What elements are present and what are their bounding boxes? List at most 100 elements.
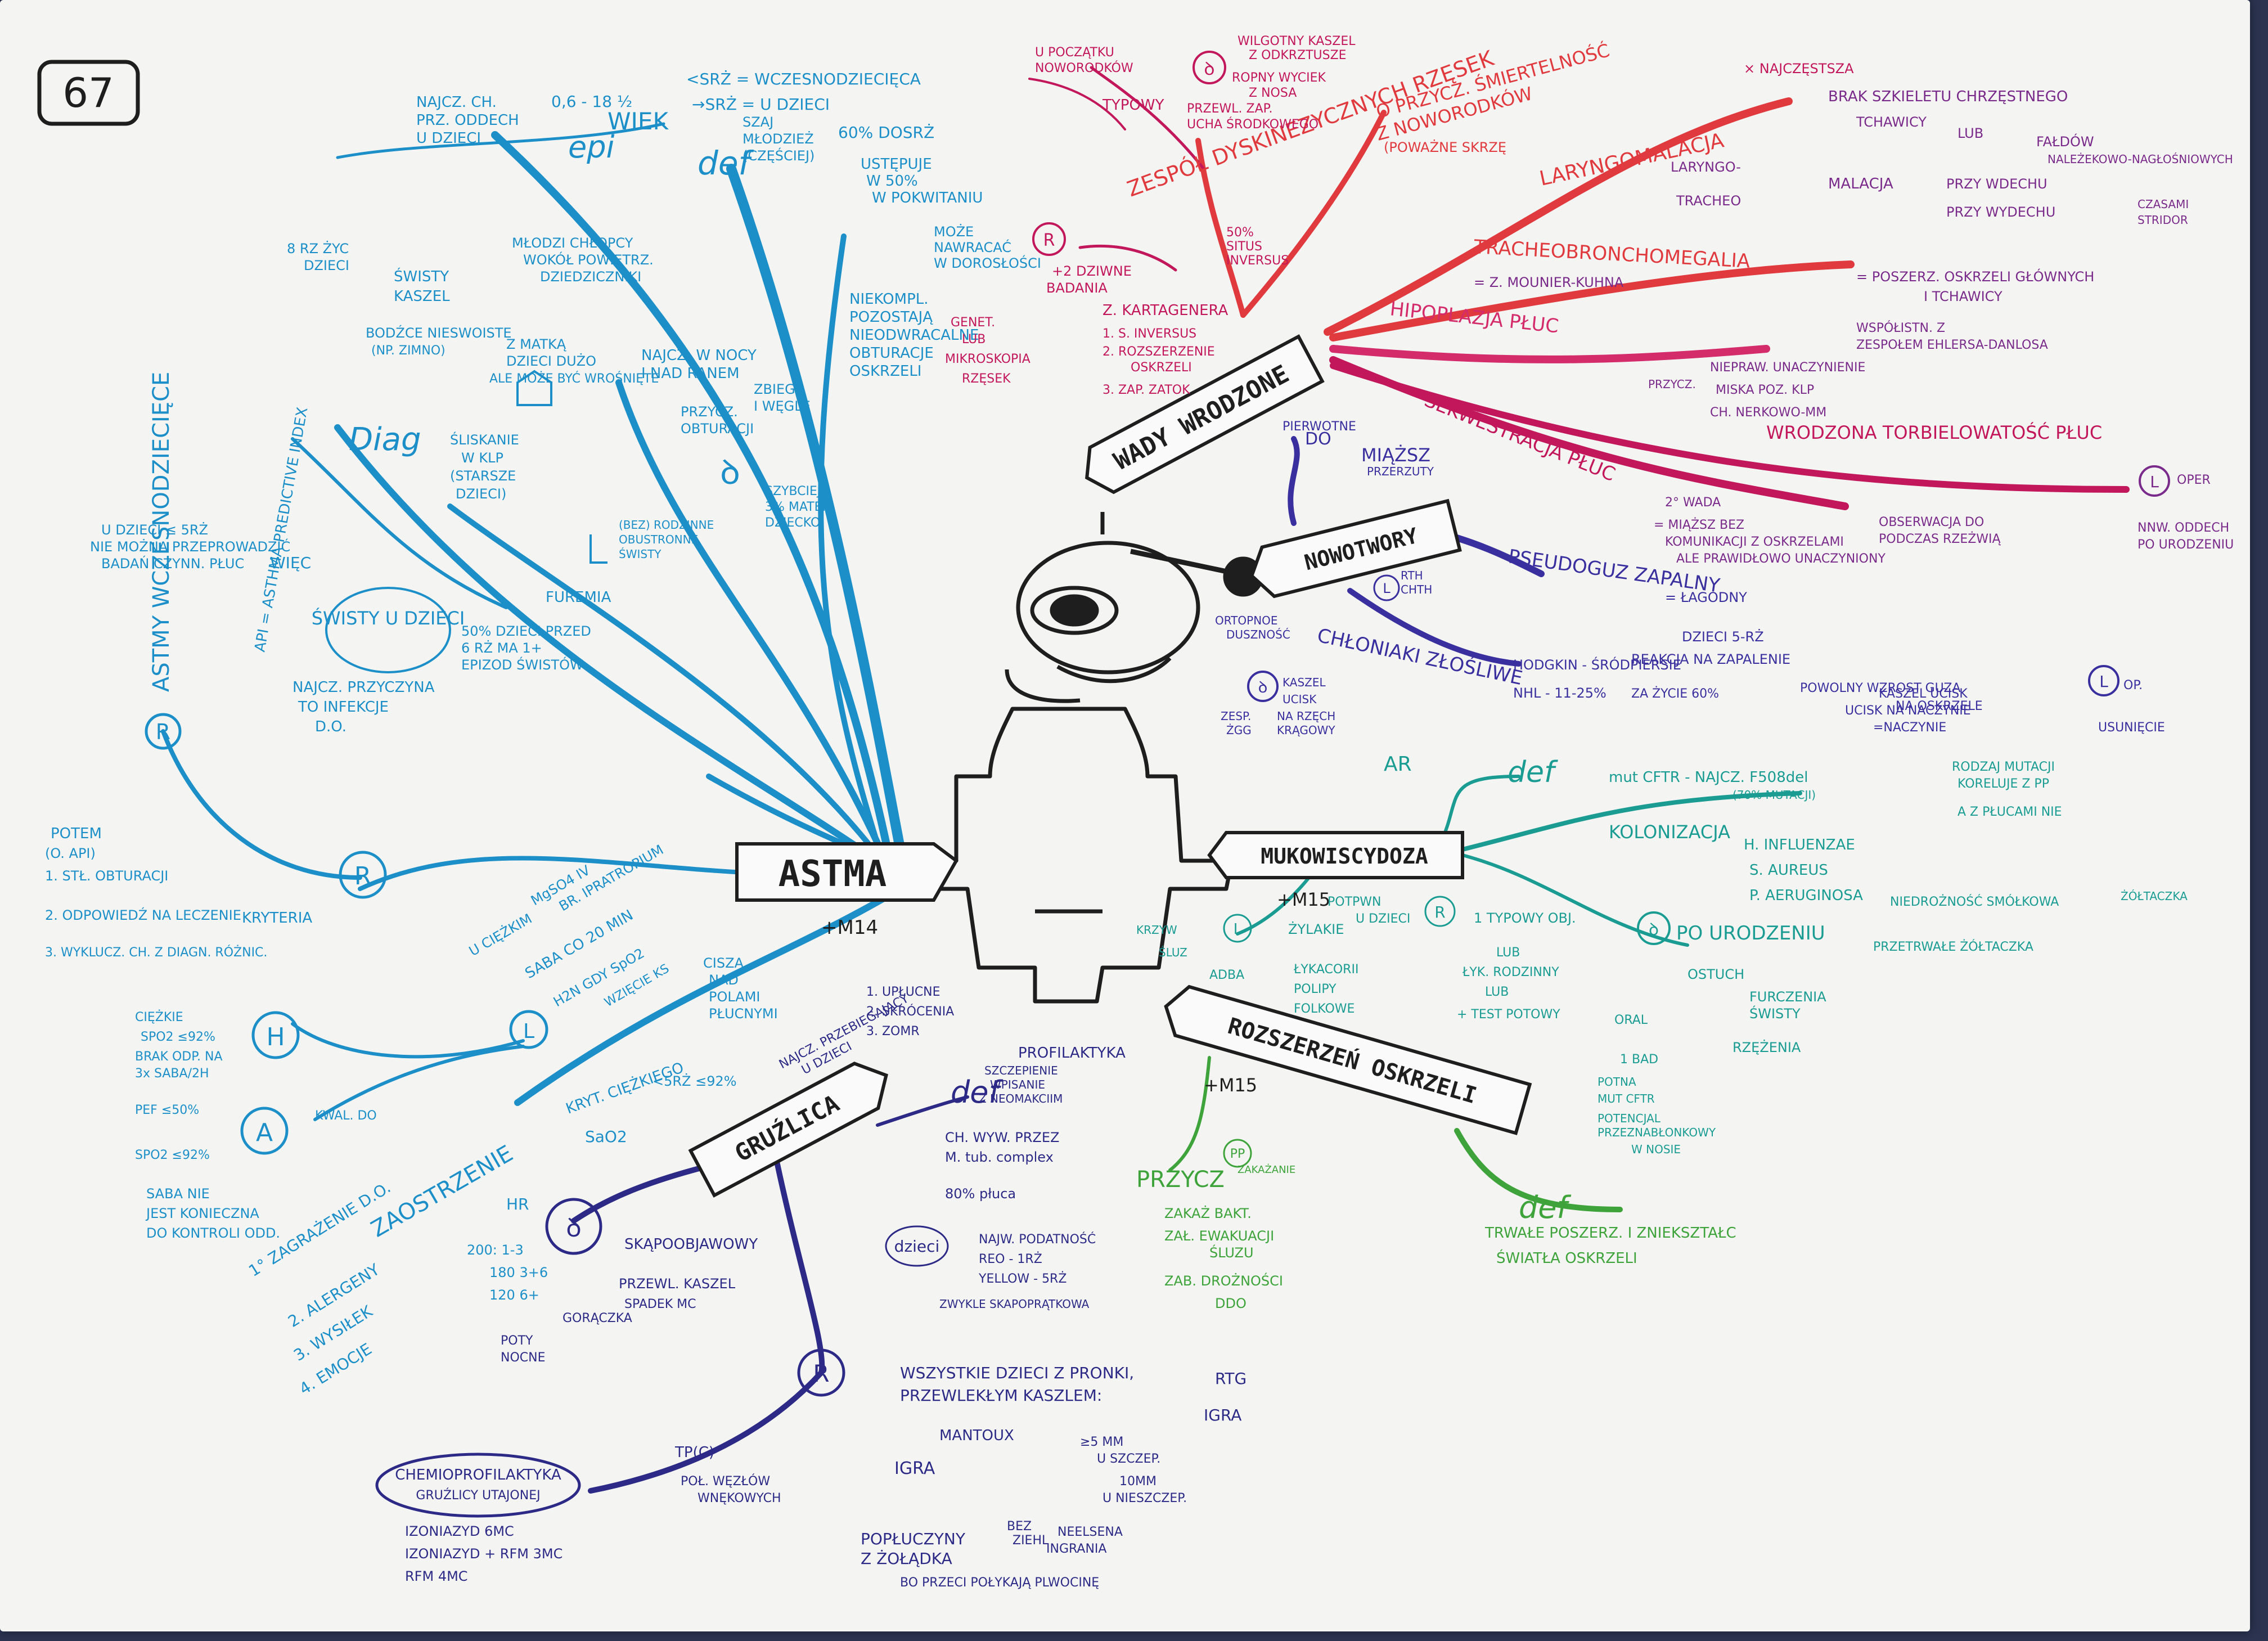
muko-r-2: LUB xyxy=(1496,946,1520,960)
gr-ob-5: POTY xyxy=(501,1334,533,1348)
diag6-2: W KLP xyxy=(461,450,503,466)
astma-r-label: R xyxy=(354,862,372,891)
node-nowotwory[interactable]: NOWOTWORY xyxy=(1245,498,1462,600)
po-urodzeniu-label: PO URODZENIU xyxy=(1676,922,1825,945)
rozsz-def-2: ŚWIATŁA OSKRZELI xyxy=(1496,1249,1637,1267)
nowot-l: L xyxy=(1383,581,1390,596)
h-item-4: 3x SABA/2H xyxy=(135,1067,209,1081)
rozsz-def-label: def xyxy=(1519,1190,1572,1225)
r-note-2: (O. API) xyxy=(45,846,96,861)
typ-item-2: Z ODKRZTUSZE xyxy=(1249,48,1347,62)
laryngo-item-3: LUB xyxy=(1958,125,1983,141)
laryngo-item-12: STRIDOR xyxy=(2138,213,2188,227)
przewl-1: PRZEWL. ZAP. xyxy=(1187,102,1272,116)
laryngo-item-10: PRZY WYDECHU xyxy=(1946,204,2055,220)
muko-left-3: ADBA xyxy=(1209,968,1244,982)
r-note-4: 2. ODPOWIEDŹ NA LECZENIE xyxy=(45,907,241,923)
def-note3-5: OSKRZELI xyxy=(849,363,921,380)
esrz-4a: SZAJ xyxy=(742,114,773,130)
gr-def-1: PROFILAKTYKA xyxy=(1018,1045,1126,1062)
hipo-item-4: CH. NERKOWO-MM xyxy=(1710,406,1826,420)
tracheo-item-2: = POSZERZ. OSKRZELI GŁÓWNYCH xyxy=(1856,268,2094,285)
right-2: NA OSKRZELE xyxy=(1896,699,1983,713)
hipo-item-1: PRZYCZ. xyxy=(1648,377,1696,391)
diag2-3: DZIEDZICZNIKI xyxy=(540,269,641,285)
mias-4: PRZERZUTY xyxy=(1367,465,1434,478)
api-label: API = ASTHMA PREDICTIVE INDEX xyxy=(251,406,311,654)
node-wady-label: WADY WRODZONE xyxy=(1109,359,1294,476)
node-astma[interactable]: ASTMA xyxy=(735,842,958,902)
diag7-3: DZIECKO xyxy=(765,516,820,530)
ar-label: AR xyxy=(1384,753,1412,776)
muko-def-label: def xyxy=(1508,756,1558,789)
r-note-3: 1. STŁ. OBTURACJI xyxy=(45,868,168,884)
rozsz-item-4: ZAB. DROŻNOŚCI xyxy=(1164,1272,1283,1289)
a-note: KWAL. DO xyxy=(315,1109,377,1123)
diag9-1: (BEZ) RODZINNE xyxy=(619,518,714,532)
pseudo-item-2: DZIECI 5-RŻ xyxy=(1682,628,1764,645)
h-item-2: SPO2 ≤92% xyxy=(141,1030,215,1044)
gr-chemio-2: GRUŹLICY UTAJONEJ xyxy=(416,1488,540,1503)
sao2-label: SaO2 xyxy=(585,1127,627,1146)
torbiel-item-5: OPER xyxy=(2177,473,2211,487)
mias-3: MIĄŻSZ xyxy=(1361,444,1430,466)
page-number-box: 67 xyxy=(37,60,140,126)
wczesno-note-3: BADAŃ CZYNN. PŁUC xyxy=(101,555,244,572)
oral-5: POTENCJAL xyxy=(1598,1112,1661,1125)
gr-ob-6: NOCNE xyxy=(501,1351,546,1365)
rozszerzenie-branches xyxy=(1168,1056,1623,1212)
torbiel-item-4: PO URODZENIU xyxy=(2138,538,2234,552)
gr-top2-2: 2. SKRÓCENIA xyxy=(866,1004,954,1019)
node-wady[interactable]: WADY WRODZONE xyxy=(1075,334,1325,500)
mias-1: PIERWOTNE xyxy=(1282,420,1356,434)
wczesno-label: ASTMY WCZESNODZIECIĘCE xyxy=(148,372,174,692)
diag-zimno: (NP. ZIMNO) xyxy=(371,344,446,358)
nowot-l2: L xyxy=(2099,672,2108,691)
zesp-2: ŻGG xyxy=(1226,723,1252,737)
diag5-2: DZIECI DUŻO xyxy=(506,353,596,369)
gr-popl-1: POPŁUCZYNY xyxy=(861,1530,966,1548)
gruzlica-text: NAJCZ. PRZEBIEGAJĄCY U DZIECI 1. UPŁUCNE… xyxy=(375,985,1246,1590)
swisty-note-3: EPIZOD ŚWISTÓW xyxy=(461,656,583,673)
epi-note-1: NAJCZ. CH. xyxy=(416,94,497,111)
gr-tpc-1: TP(C) xyxy=(674,1444,714,1461)
saba-note-3: DO KONTROLI ODD. xyxy=(146,1225,280,1241)
gr-def-2: SZCZEPIENIE xyxy=(984,1064,1058,1077)
rozsz-przycz: PRZYCZ xyxy=(1136,1167,1225,1193)
po-item-2: PRZETRWAŁE ŻÓŁTACZKA xyxy=(1873,939,2033,954)
muko-l: L xyxy=(1234,921,1242,938)
oral-3: POTNA xyxy=(1598,1075,1636,1089)
sekw-item-4: ALE PRAWIDŁOWO UNACZYNIONY xyxy=(1676,552,1886,566)
sinus-1: 50% xyxy=(1226,226,1254,240)
right-1: KASZEL UCISK xyxy=(1879,687,1968,701)
tracheo-item-1: = Z. MOUNIER-KUHNA xyxy=(1474,275,1624,290)
def-note1-1: USTĘPUJE xyxy=(861,156,932,173)
gr-dz-4: ZWYKLE SKAPOPRĄTKOWA xyxy=(939,1297,1090,1311)
sekw-item-2: = MIĄŻSZ BEZ xyxy=(1654,518,1744,532)
def-note1-3: W POKWITANIU xyxy=(872,190,983,206)
leczenie-l: L xyxy=(523,1020,534,1043)
przewl-2: UCHA ŚRODKOWEGO xyxy=(1187,117,1318,132)
pp-2: ZAKAŻANIE xyxy=(1238,1164,1295,1176)
sinus-3: INVERSUS xyxy=(1226,254,1289,268)
mukowiscydoza-text: AR def mut CFTR - NAJCZ. F508del (70% MU… xyxy=(1136,753,2188,1156)
astma-rozpoznanie: R POTEM (O. API) 1. STŁ. OBTURACJI 2. OD… xyxy=(45,825,387,960)
gr-top2-1: 1. UPŁUCNE xyxy=(866,985,940,999)
przycz-3: (POWAŻNE SKRZĘ xyxy=(1384,139,1506,155)
zesp-1: ZESP. xyxy=(1221,709,1251,723)
muko-ob: ꝺ xyxy=(1649,920,1659,939)
astma-def-label: def xyxy=(698,144,754,182)
oral-2: 1 BAD xyxy=(1620,1053,1658,1067)
wady-branches xyxy=(1028,66,2130,510)
kol-item-3: P. AERUGINOSA xyxy=(1749,887,1863,904)
wady-zespol: ZESPÓŁ DYSKINEZYCZNYCH RZĘSEK U POCZĄTKU… xyxy=(945,34,1497,397)
stick-figure-icon xyxy=(903,512,1263,1004)
gr-hr-3: 180 3+6 xyxy=(489,1265,548,1280)
diag-dzieci: DZIECI xyxy=(304,258,349,273)
torbiel-item-3: NNW. ODDECH xyxy=(2138,521,2229,535)
node-mukowiscydoza[interactable]: MUKOWISCYDOZA xyxy=(1207,831,1464,879)
saba-note-1: SABA NIE xyxy=(146,1186,210,1202)
laryngo-item-11: CZASAMI xyxy=(2138,197,2189,211)
gr-dz-1: NAJW. PODATNOŚĆ xyxy=(979,1232,1096,1247)
swisty-cause-1: NAJCZ. PRZYCZYNA xyxy=(292,679,435,696)
